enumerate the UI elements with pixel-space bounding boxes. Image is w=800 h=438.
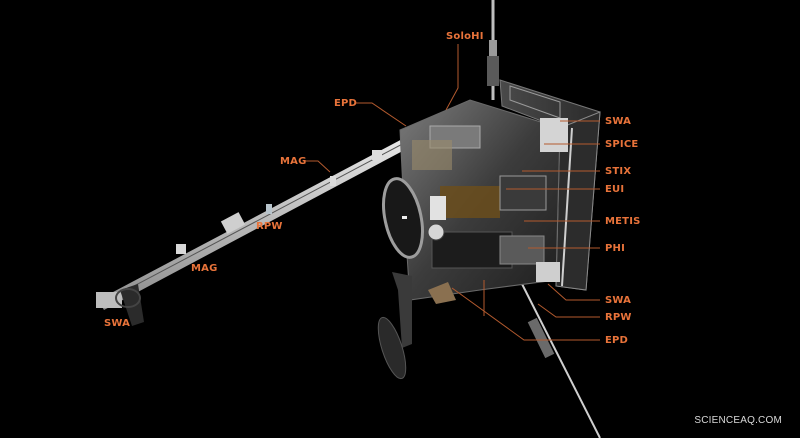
rpw-antenna-lower [519, 279, 601, 438]
watermark: SCIENCEAQ.COM [694, 415, 782, 426]
label-swa-top: SWA [605, 116, 632, 127]
label-eui: EUI [605, 184, 625, 195]
instrument-boom [96, 136, 412, 326]
label-rpw-boom: RPW [256, 221, 283, 232]
label-rpw-bottom: RPW [605, 312, 632, 323]
heat-shield [499, 79, 601, 291]
low-gain-antenna-arm [377, 272, 456, 380]
label-solohi: SoloHI [446, 31, 484, 42]
label-phi: PHI [605, 243, 626, 254]
label-metis: METIS [605, 216, 641, 227]
label-epd-top: EPD [334, 98, 358, 109]
high-gain-antenna [382, 177, 424, 259]
leader-lines [304, 44, 600, 341]
label-swa-bottom: SWA [605, 295, 632, 306]
label-mag-boom-outer: MAG [191, 263, 218, 274]
label-mag-boom-inner: MAG [280, 156, 307, 167]
label-spice: SPICE [605, 139, 639, 150]
spacecraft-body [399, 99, 568, 301]
label-epd-bottom: EPD [605, 335, 629, 346]
label-swa-boom: SWA [104, 318, 131, 329]
rpw-antenna-top [487, 0, 499, 100]
label-stix: STIX [605, 166, 632, 177]
